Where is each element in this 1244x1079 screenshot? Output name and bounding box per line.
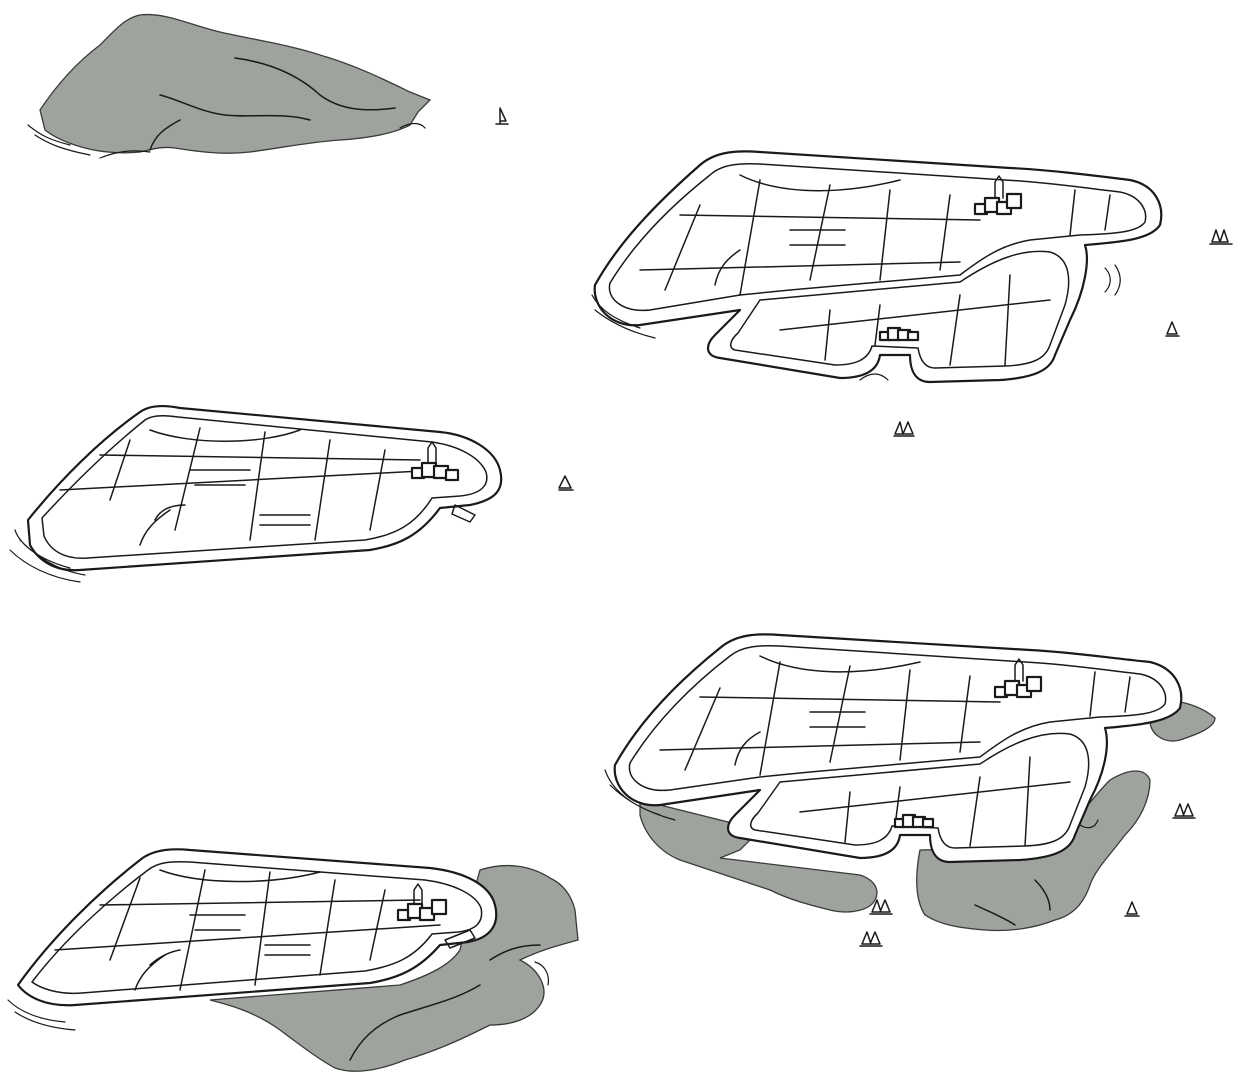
sailboat-icon bbox=[1173, 804, 1195, 818]
stage-2-embanked-polder bbox=[10, 406, 573, 582]
sailboat-icon bbox=[559, 476, 573, 490]
sailboat-icon bbox=[1210, 230, 1232, 244]
stage-3-extended-polder bbox=[592, 151, 1232, 436]
sailboat-icon bbox=[860, 932, 882, 946]
stage-4-polder-with-silting-foreland bbox=[8, 849, 578, 1071]
sailboat-icon bbox=[1166, 322, 1179, 336]
stage-5-extended-polder-with-silting-foreland bbox=[605, 634, 1215, 946]
wave-icon bbox=[1105, 265, 1120, 295]
stage-1-tidal-island bbox=[28, 15, 508, 158]
sailboat-icon bbox=[496, 108, 508, 124]
sailboat-icon bbox=[894, 422, 914, 436]
outer-dike bbox=[595, 151, 1162, 382]
sailboat-icon bbox=[1125, 902, 1139, 916]
salt-marsh-island bbox=[40, 15, 430, 154]
